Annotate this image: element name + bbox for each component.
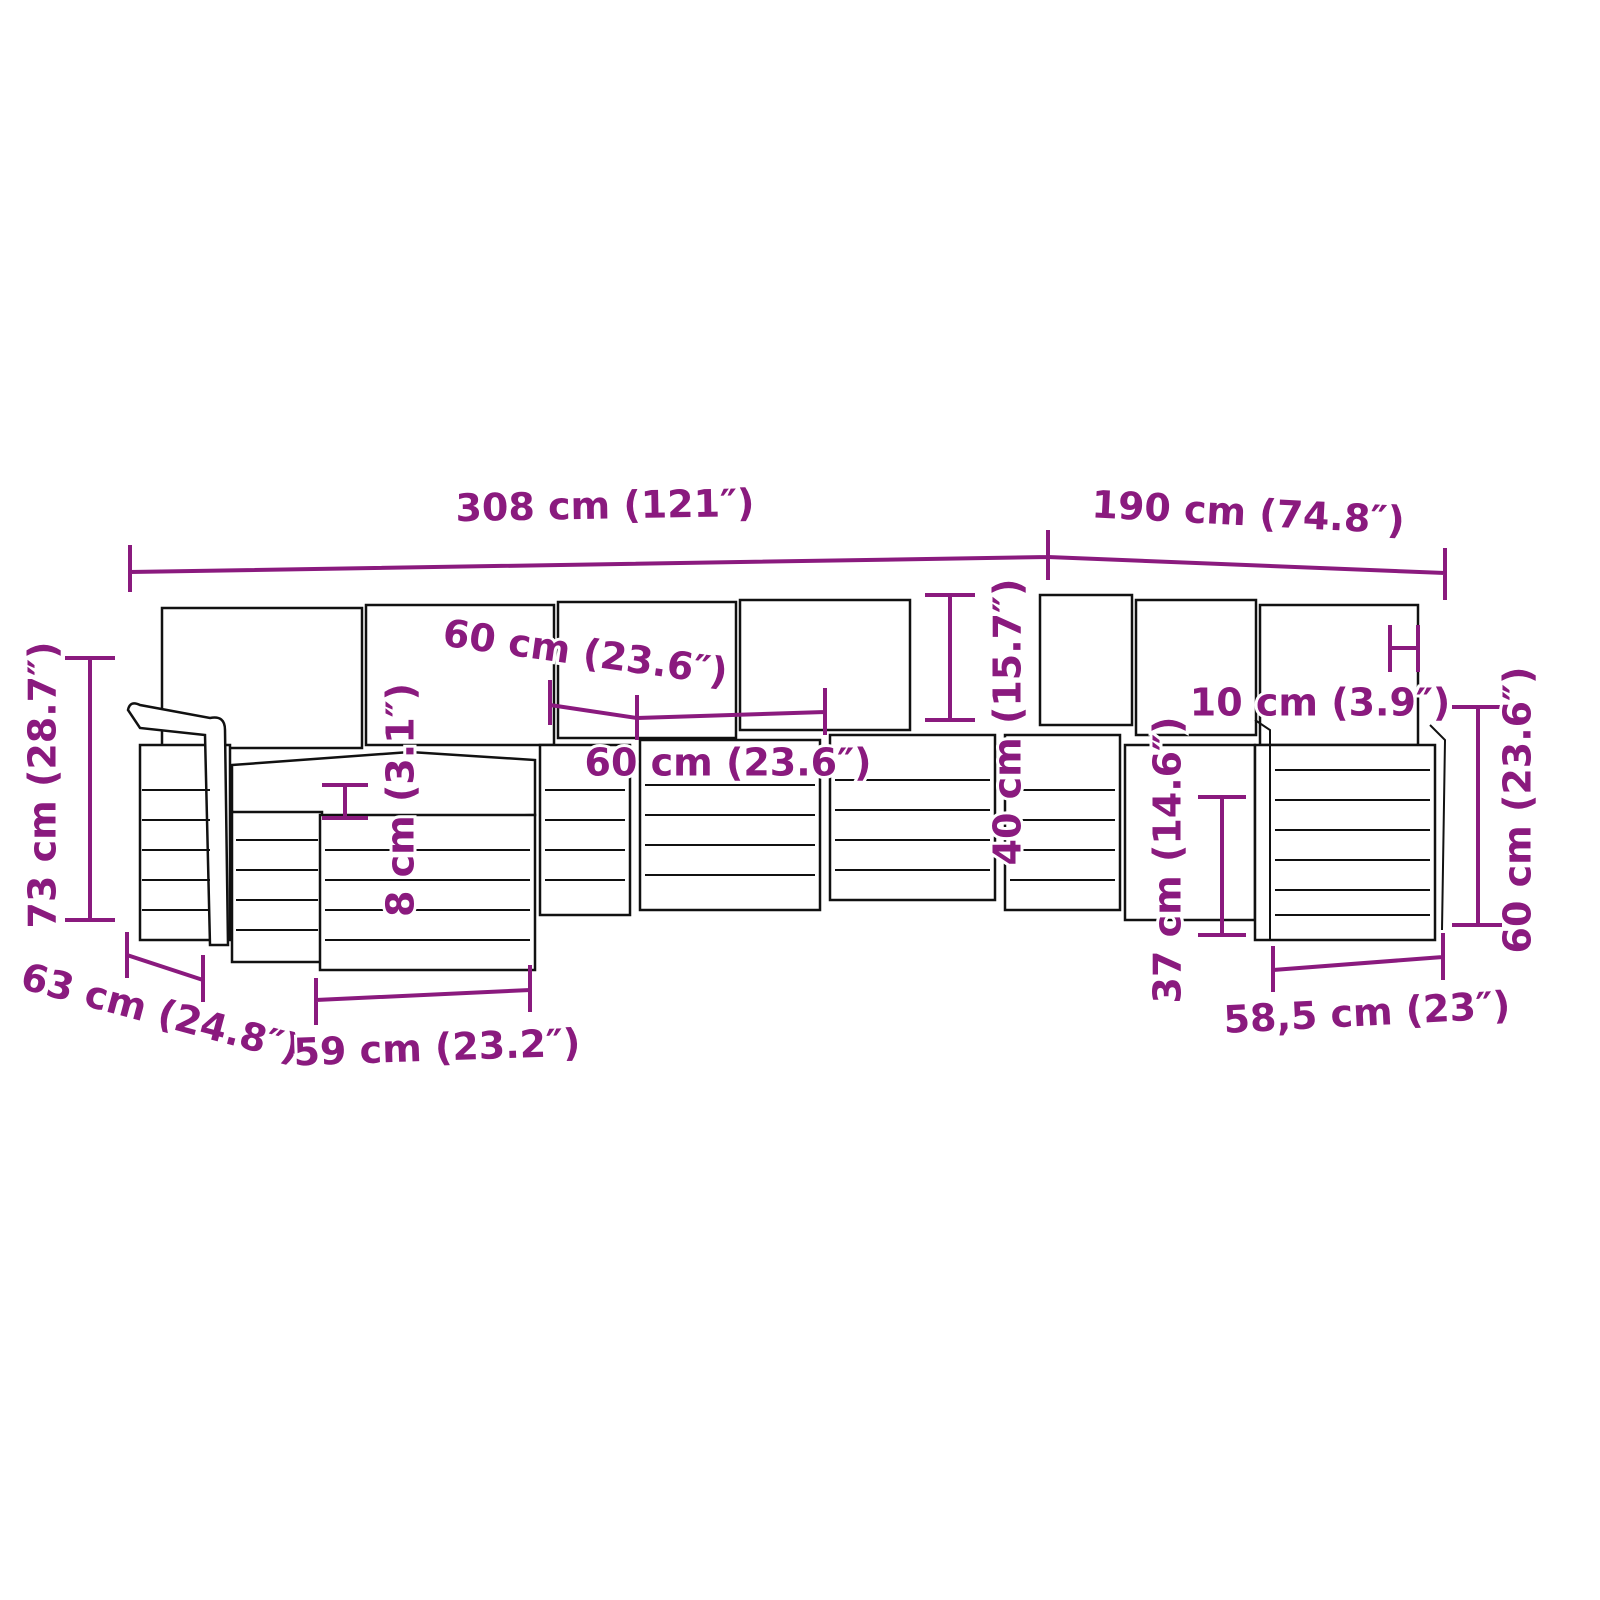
label-cushion-thickness: 8 cm (3.1″)	[379, 683, 423, 917]
label-side-width: 58,5 cm (23″)	[1222, 983, 1511, 1042]
label-corner-length: 190 cm (74.8″)	[1091, 482, 1406, 542]
left-armchair	[126, 702, 232, 947]
label-seat-height: 37 cm (14.6″)	[1146, 717, 1190, 1004]
label-armrest-height: 60 cm (23.6″)	[1496, 667, 1540, 954]
back-cushion	[1134, 598, 1258, 737]
label-total-height: 73 cm (28.7″)	[21, 642, 65, 929]
back-cushion	[364, 603, 556, 747]
label-total-length: 308 cm (121″)	[455, 481, 755, 530]
right-armchair	[1253, 719, 1447, 942]
footstool	[230, 750, 537, 972]
label-backrest-height: 40 cm (15.7″)	[986, 579, 1030, 866]
dimension-lines	[65, 530, 1502, 1025]
label-depth: 63 cm (24.8″)	[16, 954, 305, 1071]
back-cushion	[1038, 593, 1134, 727]
seat-modules	[538, 733, 1257, 922]
label-armrest-thickness: 10 cm (3.9″)	[1190, 681, 1451, 725]
label-seat-width-mid: 60 cm (23.6″)	[585, 741, 872, 785]
label-footstool-width: 59 cm (23.2″)	[293, 1021, 581, 1075]
sofa-illustration	[126, 593, 1447, 972]
